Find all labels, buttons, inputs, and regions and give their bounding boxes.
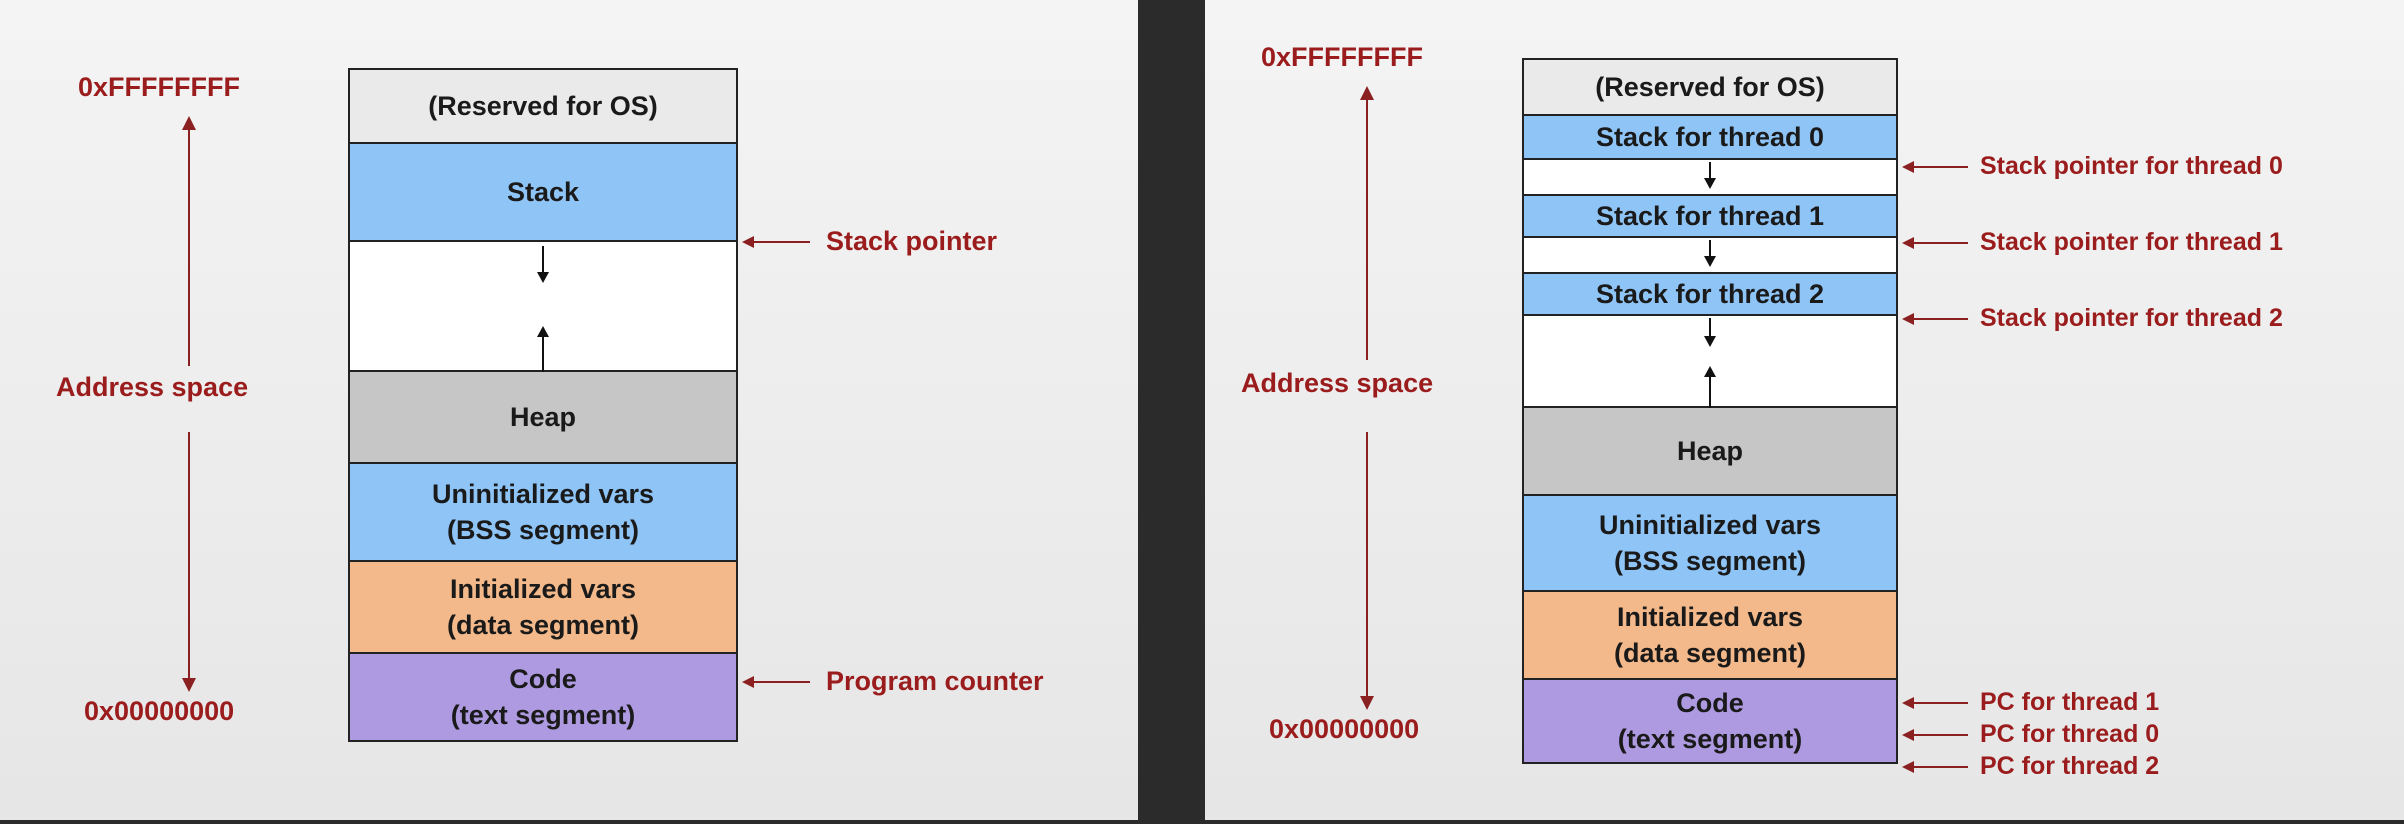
reserved-os-label: (Reserved for OS) bbox=[1595, 72, 1825, 102]
stack-pointer-arrow-icon bbox=[742, 235, 754, 248]
pc-thread-2-arrow-icon bbox=[1902, 760, 1914, 773]
stack-pointer-thread-0-indicator: Stack pointer for thread 0 bbox=[1902, 152, 2283, 181]
pc-thread-1-arrow-icon bbox=[1902, 696, 1914, 709]
address-arrow-lower-line bbox=[1366, 432, 1368, 698]
pc-thread-0-arrow-icon bbox=[1902, 728, 1914, 741]
code-label-line1: Code bbox=[509, 664, 577, 694]
bss-label-line1: Uninitialized vars bbox=[1598, 510, 1822, 540]
stack-pointer-thread-2-label: Stack pointer for thread 2 bbox=[1980, 304, 2283, 332]
data-label-line2: (data segment) bbox=[446, 610, 640, 640]
pc-thread-0-label: PC for thread 0 bbox=[1980, 720, 2160, 748]
pc-thread-0-indicator: PC for thread 0 bbox=[1902, 720, 2159, 749]
stack-pointer-thread-1-indicator: Stack pointer for thread 1 bbox=[1902, 228, 2283, 257]
stack-pointer-thread-2-indicator: Stack pointer for thread 2 bbox=[1902, 304, 2283, 333]
address-arrow-upper-line bbox=[188, 128, 190, 366]
program-counter-arrow-icon bbox=[742, 675, 754, 688]
reserved-os-segment: (Reserved for OS) bbox=[1524, 60, 1896, 116]
address-space-label: Address space bbox=[56, 372, 249, 402]
data-segment: Initialized vars (data segment) bbox=[1524, 592, 1896, 680]
addr-bottom-label: 0x00000000 bbox=[1269, 714, 1420, 744]
heap-growth-line bbox=[542, 336, 544, 372]
stack-pointer-thread-0-label: Stack pointer for thread 0 bbox=[1980, 152, 2283, 180]
pc-thread-2-label: PC for thread 2 bbox=[1980, 752, 2160, 780]
heap-label: Heap bbox=[509, 402, 577, 432]
stack-pointer-thread-1-label: Stack pointer for thread 1 bbox=[1980, 228, 2283, 256]
pc-thread-1-indicator: PC for thread 1 bbox=[1902, 688, 2159, 717]
addr-top-label: 0xFFFFFFFF bbox=[78, 72, 240, 102]
heap-growth-arrow-icon bbox=[537, 326, 549, 337]
reserved-os-segment: (Reserved for OS) bbox=[350, 70, 736, 144]
data-segment: Initialized vars (data segment) bbox=[350, 562, 736, 654]
stack-pointer-label: Stack pointer bbox=[826, 226, 998, 256]
pc-thread-2-indicator: PC for thread 2 bbox=[1902, 752, 2159, 781]
program-counter-label: Program counter bbox=[826, 666, 1044, 696]
code-label-line2: (text segment) bbox=[450, 700, 636, 730]
stack-2-growth-arrow-icon bbox=[1704, 336, 1716, 347]
address-arrow-down-head bbox=[1360, 696, 1374, 710]
stack-0-growth-arrow-icon bbox=[1704, 178, 1716, 189]
stack-pointer-thread-1-arrow-icon bbox=[1902, 236, 1914, 249]
stack-1-growth-arrow-icon bbox=[1704, 256, 1716, 267]
address-space-label: Address space bbox=[1241, 368, 1434, 398]
address-arrow-up-head bbox=[1360, 86, 1374, 100]
bss-segment: Uninitialized vars (BSS segment) bbox=[1524, 496, 1896, 592]
stack-thread-0-label: Stack for thread 0 bbox=[1595, 122, 1825, 152]
heap-growth-arrow-icon bbox=[1704, 366, 1716, 377]
stack-growth-arrow-icon bbox=[537, 272, 549, 283]
stack-thread-2-label: Stack for thread 2 bbox=[1595, 279, 1825, 309]
code-segment: Code (text segment) bbox=[1524, 680, 1896, 762]
stack-pointer-thread-2-arrow-icon bbox=[1902, 312, 1914, 325]
bss-label-line1: Uninitialized vars bbox=[431, 479, 655, 509]
addr-bottom-label: 0x00000000 bbox=[84, 696, 235, 726]
stack-pointer-indicator: Stack pointer bbox=[742, 226, 997, 257]
address-arrow-lower-line bbox=[188, 432, 190, 680]
stack-thread-2-segment: Stack for thread 2 bbox=[1524, 274, 1896, 316]
single-thread-address-space-panel: 0xFFFFFFFF Address space 0x00000000 (Res… bbox=[0, 0, 1138, 820]
address-arrow-upper-line bbox=[1366, 98, 1368, 360]
stack-thread-1-label: Stack for thread 1 bbox=[1595, 201, 1825, 231]
heap-segment: Heap bbox=[1524, 408, 1896, 496]
reserved-os-label: (Reserved for OS) bbox=[428, 91, 658, 121]
data-label-line1: Initialized vars bbox=[1616, 602, 1804, 632]
code-label-line1: Code bbox=[1676, 688, 1744, 718]
program-counter-indicator: Program counter bbox=[742, 666, 1044, 697]
stack-growth-line bbox=[542, 246, 544, 274]
address-arrow-up-head bbox=[182, 116, 196, 130]
bss-label-line2: (BSS segment) bbox=[446, 515, 640, 545]
data-label-line1: Initialized vars bbox=[449, 574, 637, 604]
data-label-line2: (data segment) bbox=[1613, 638, 1807, 668]
code-segment: Code (text segment) bbox=[350, 654, 736, 740]
stack-pointer-thread-0-arrow-icon bbox=[1902, 160, 1914, 173]
bss-label-line2: (BSS segment) bbox=[1613, 546, 1807, 576]
multi-thread-address-space-panel: 0xFFFFFFFF Address space 0x00000000 (Res… bbox=[1205, 0, 2404, 820]
stack-thread-0-segment: Stack for thread 0 bbox=[1524, 116, 1896, 160]
stack-thread-1-segment: Stack for thread 1 bbox=[1524, 196, 1896, 238]
stack-label: Stack bbox=[506, 177, 580, 207]
stack-segment: Stack bbox=[350, 144, 736, 242]
bss-segment: Uninitialized vars (BSS segment) bbox=[350, 464, 736, 562]
pc-thread-1-label: PC for thread 1 bbox=[1980, 688, 2160, 716]
memory-layout: (Reserved for OS) Stack for thread 0 Sta… bbox=[1522, 58, 1898, 764]
address-arrow-down-head bbox=[182, 678, 196, 692]
code-label-line2: (text segment) bbox=[1617, 724, 1803, 754]
heap-label: Heap bbox=[1676, 436, 1744, 466]
addr-top-label: 0xFFFFFFFF bbox=[1261, 42, 1423, 72]
memory-layout: (Reserved for OS) Stack Heap Uninitializ… bbox=[348, 68, 738, 742]
heap-segment: Heap bbox=[350, 372, 736, 464]
